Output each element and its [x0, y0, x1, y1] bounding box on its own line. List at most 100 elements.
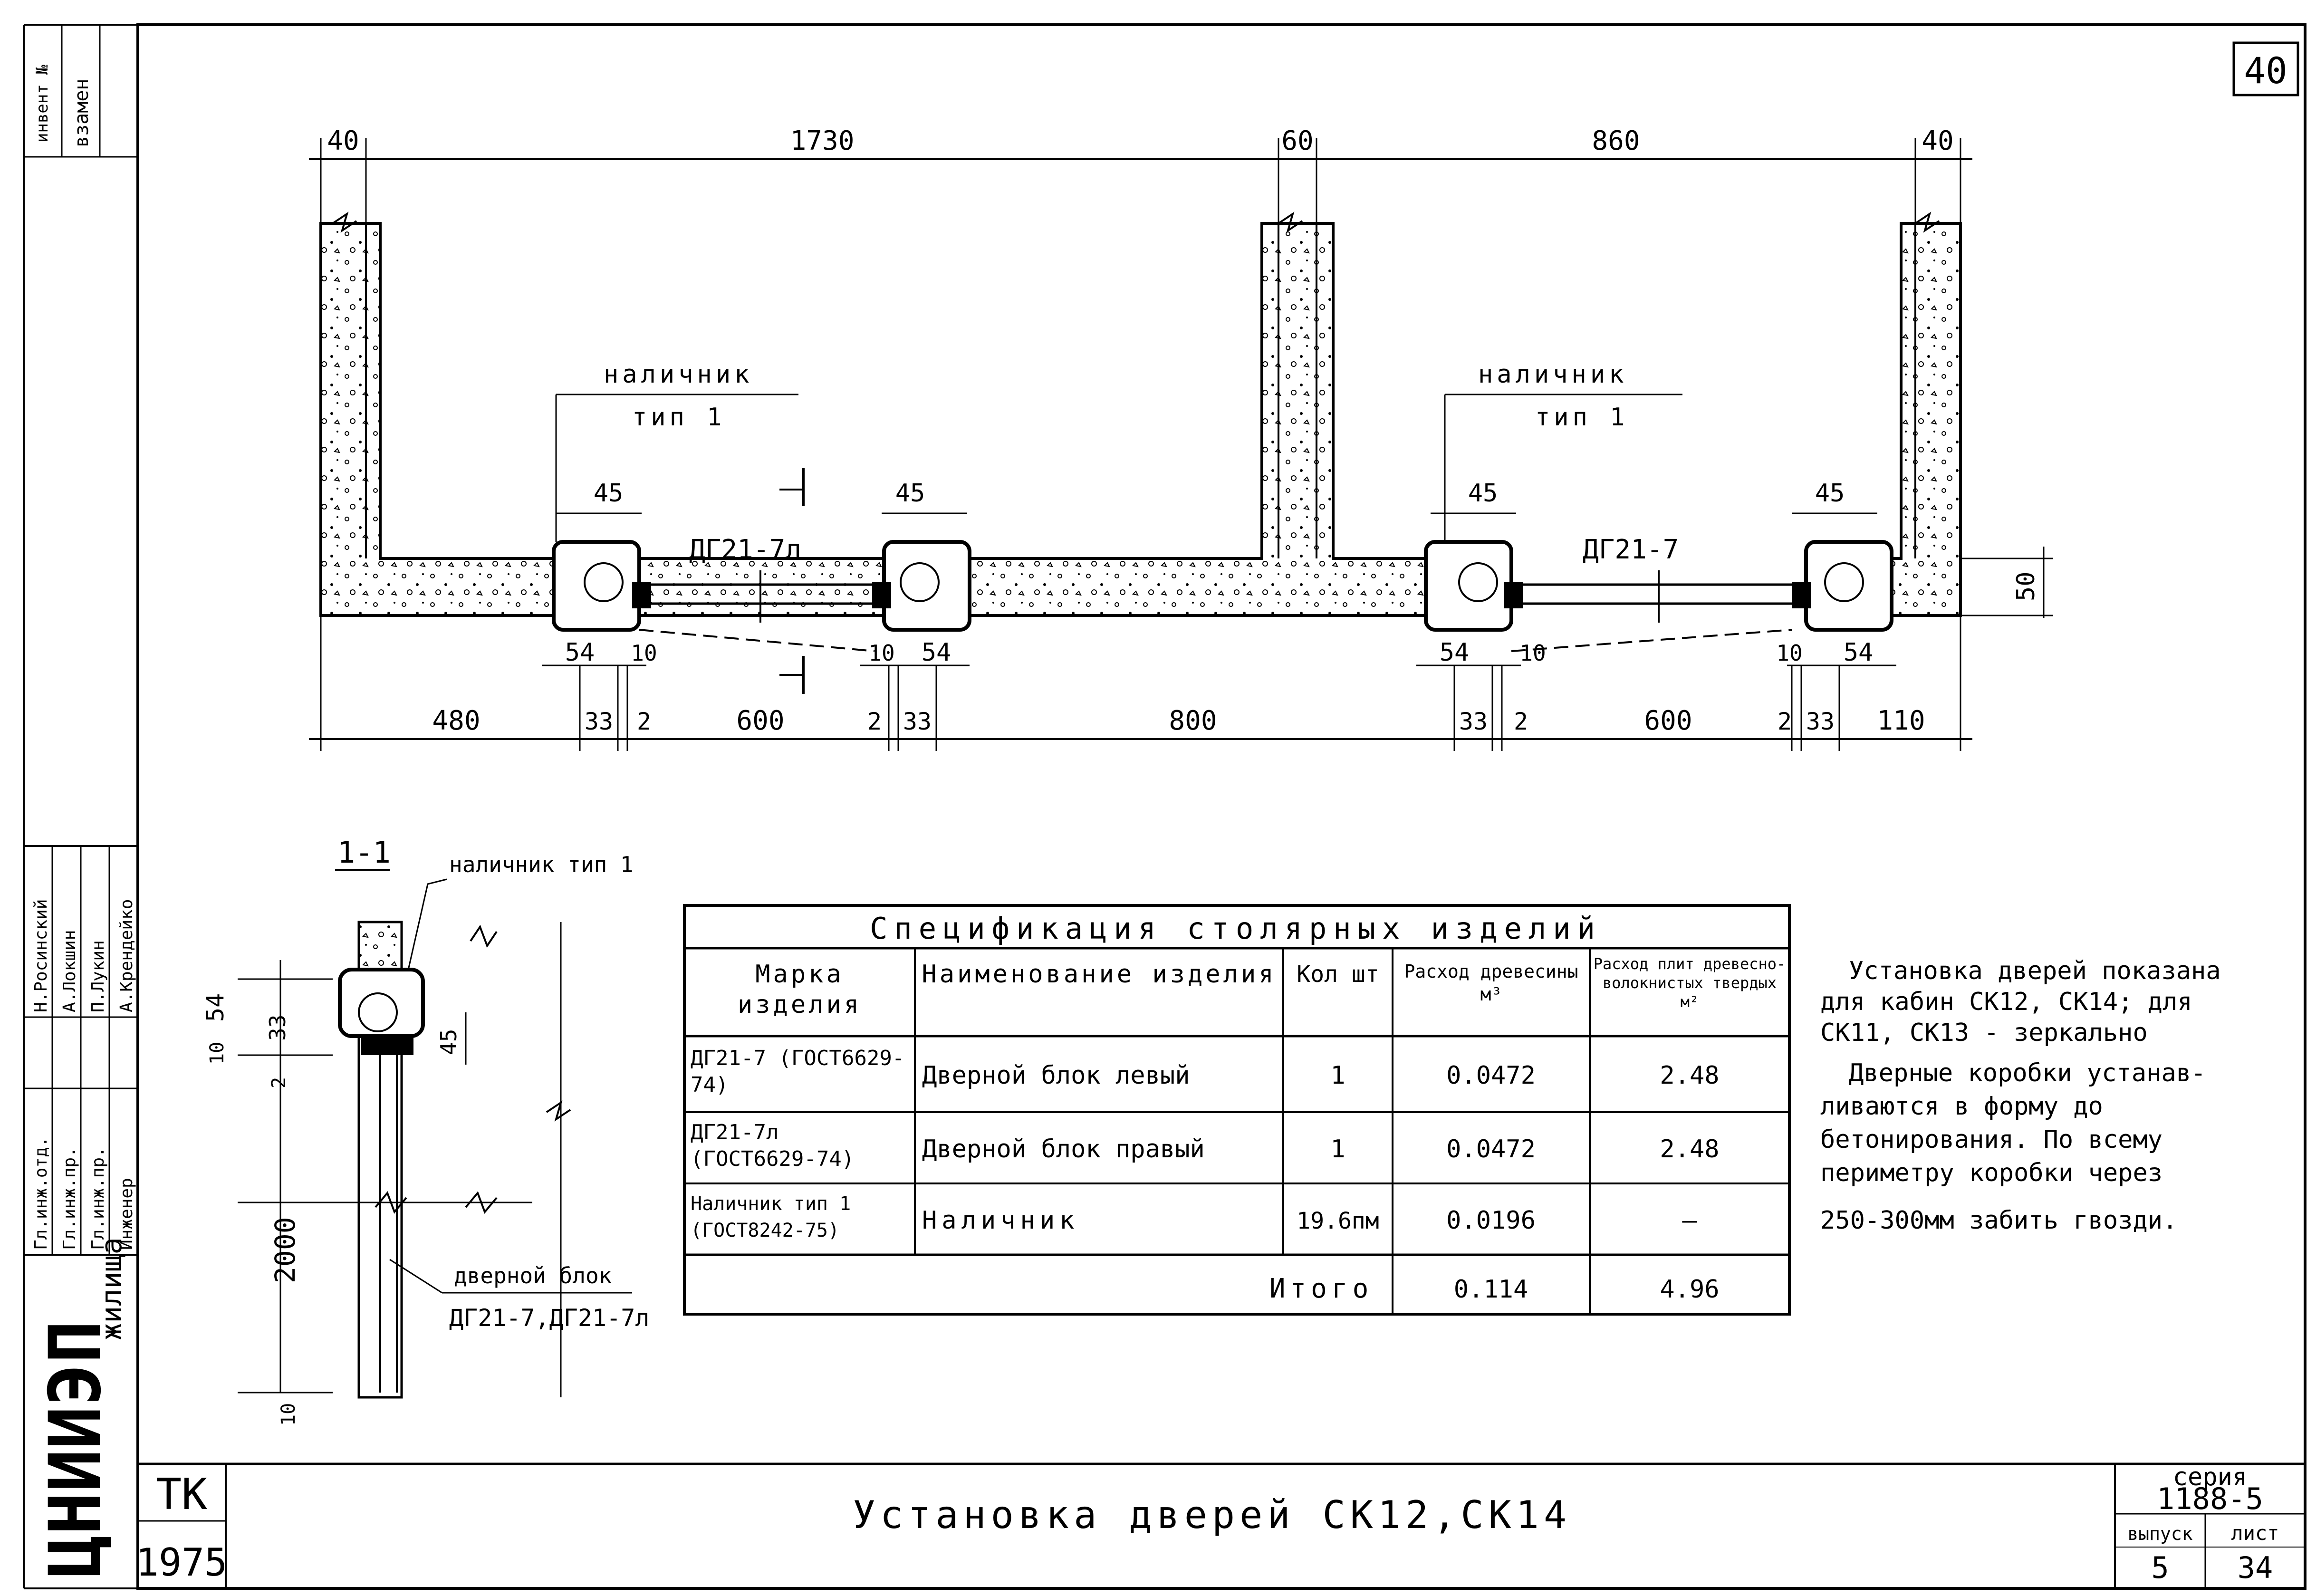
section-dim-33: 33: [265, 1015, 290, 1041]
section-dim-2: 2: [268, 1077, 290, 1088]
svg-text:Гл.инж.пр.: Гл.инж.пр.: [88, 1147, 108, 1250]
dim-45: 45: [594, 479, 624, 508]
table-row-1-name: Дверной блок левый: [922, 1061, 1190, 1090]
sheet-title: Установка дверей СК12,СК14: [853, 1493, 1571, 1537]
svg-text:ЦНИИЭП: ЦНИИЭП: [34, 1320, 117, 1578]
svg-text:Н.Росинский: Н.Росинский: [31, 899, 51, 1012]
section-dim-10-bottom: 10: [278, 1403, 299, 1426]
dim-54: 54: [922, 638, 951, 667]
dim-10: 10: [1519, 640, 1546, 666]
total-wood: 0.114: [1454, 1275, 1528, 1304]
dim-top-860: 860: [1592, 125, 1640, 156]
dim-bottom-800: 800: [1169, 705, 1217, 736]
notes: Установка дверей показана для кабин СК12…: [1820, 957, 2221, 1235]
door-frame-2a: [1424, 540, 1513, 632]
section-dim-45: 45: [436, 1029, 461, 1055]
series-label: серия: [2173, 1463, 2248, 1491]
signature-roles: Гл.инж.отд. Гл.инж.пр. Гл.инж.пр. Инжене…: [31, 899, 136, 1250]
door-label-right: ДГ21-7: [1583, 534, 1679, 565]
dim-top-40-right: 40: [1922, 125, 1953, 156]
dim-45: 45: [895, 479, 925, 508]
dim-bottom-600: 600: [1644, 705, 1692, 736]
dim-bottom-33: 33: [1459, 708, 1488, 735]
dim-bottom-2: 2: [1514, 708, 1528, 735]
table-row-2-mark: ДГ21-7л (ГОСТ6629-74): [691, 1120, 855, 1171]
svg-text:инвент №: инвент №: [33, 65, 52, 143]
table-row-2-board: 2.48: [1660, 1135, 1719, 1163]
dim-bottom-33: 33: [903, 708, 932, 735]
dim-bottom-2: 2: [637, 708, 651, 735]
section-dim-54: 54: [202, 993, 229, 1022]
dim-45: 45: [1815, 479, 1845, 508]
callout-2-line1: наличник: [1478, 360, 1627, 389]
note-line-1: Установка дверей показана: [1849, 957, 2221, 985]
section-dim-10-top: 10: [206, 1042, 228, 1065]
section-dim-2000: 2000: [269, 1217, 301, 1283]
section-1-1: 1-1 наличник тип 1 54 33 45 2000 10 10 2…: [202, 835, 649, 1426]
section-frame: [338, 968, 425, 1038]
table-row-2-name: Дверной блок правый: [922, 1135, 1205, 1163]
spec-table: Спецификация столярных изделий Марка изд…: [683, 904, 1791, 1316]
dim-10: 10: [868, 640, 894, 666]
dim-54: 54: [1440, 638, 1470, 667]
svg-text:Гл.инж.отд.: Гл.инж.отд.: [31, 1137, 51, 1250]
dim-bottom-110: 110: [1877, 705, 1925, 736]
door-frame-2b: [1804, 540, 1893, 632]
year: 1975: [136, 1540, 228, 1585]
left-strip-header: инвент № взамен: [33, 65, 93, 147]
note-line-6: бетонирования. По всему: [1820, 1125, 2162, 1154]
note-line-7: периметру коробки через: [1820, 1159, 2162, 1187]
dim-54: 54: [1844, 638, 1874, 667]
plan-drawing: 40 1730 60 860 40 480 33 2 600 2 33 800 …: [309, 125, 2053, 751]
callout-1-line2: тип 1: [632, 403, 726, 432]
org-logo: ЦНИИЭП жилища: [34, 1237, 128, 1578]
issue-value: 5: [2151, 1550, 2169, 1585]
svg-text:взамен: взамен: [71, 79, 93, 148]
total-label: Итого: [1269, 1273, 1374, 1304]
dim-top-40-left: 40: [327, 125, 359, 156]
issue-label: выпуск: [2127, 1523, 2192, 1544]
table-row-3-wood: 0.0196: [1446, 1206, 1536, 1235]
svg-text:П.Лукин: П.Лукин: [88, 940, 108, 1012]
table-row-2-wood: 0.0472: [1446, 1135, 1536, 1163]
wall-middle-left: [631, 557, 904, 617]
section-callout-bottom-line1: дверной блок: [454, 1263, 612, 1288]
table-row-2-qty: 1: [1330, 1135, 1345, 1163]
header-mark: Марка изделия: [737, 960, 862, 1019]
header-wood: Расход древесины м³: [1404, 961, 1578, 1005]
dim-top-1730: 1730: [790, 125, 855, 156]
note-line-8: 250-300мм забить гвозди.: [1820, 1206, 2177, 1235]
wall-left: [319, 222, 557, 617]
header-name: Наименование изделия: [922, 960, 1277, 989]
dim-10: 10: [1776, 640, 1802, 666]
sheet-frame: [136, 23, 2306, 1590]
section-callout-bottom-line2: ДГ21-7,ДГ21-7л: [449, 1304, 649, 1332]
dim-54: 54: [565, 638, 595, 667]
note-line-2: для кабин СК12, СК14; для: [1820, 988, 2192, 1016]
sheet-value: 34: [2238, 1550, 2273, 1585]
dim-45: 45: [1468, 479, 1498, 508]
svg-text:А.Локшин: А.Локшин: [60, 930, 79, 1012]
page-number-box: [2232, 41, 2299, 96]
table-row-1-wood: 0.0472: [1446, 1061, 1536, 1090]
table-row-3-mark: Наличник тип 1 (ГОСТ8242-75): [691, 1193, 851, 1241]
total-board: 4.96: [1660, 1275, 1719, 1304]
svg-text:А.Крендейко: А.Крендейко: [117, 899, 136, 1012]
stamp-tk: ТК: [156, 1470, 207, 1519]
callout-2-line2: тип 1: [1535, 403, 1629, 432]
note-line-5: ливаются в форму до: [1820, 1092, 2103, 1121]
dim-top-60: 60: [1281, 125, 1313, 156]
svg-text:Гл.инж.пр.: Гл.инж.пр.: [60, 1147, 79, 1250]
table-row-1-board: 2.48: [1660, 1061, 1719, 1090]
table-row-1-qty: 1: [1330, 1061, 1345, 1090]
dim-bottom-600: 600: [736, 705, 784, 736]
door-frame-1b: [882, 540, 971, 632]
series-value: 1188-5: [2157, 1481, 2263, 1516]
dim-bottom-480: 480: [432, 705, 480, 736]
section-callout-top: наличник тип 1: [449, 852, 634, 877]
page-number: 40: [2244, 49, 2287, 92]
table-row-3-board: —: [1682, 1206, 1697, 1235]
dim-bottom-33: 33: [585, 708, 613, 735]
door-frame-1a: [552, 540, 641, 632]
